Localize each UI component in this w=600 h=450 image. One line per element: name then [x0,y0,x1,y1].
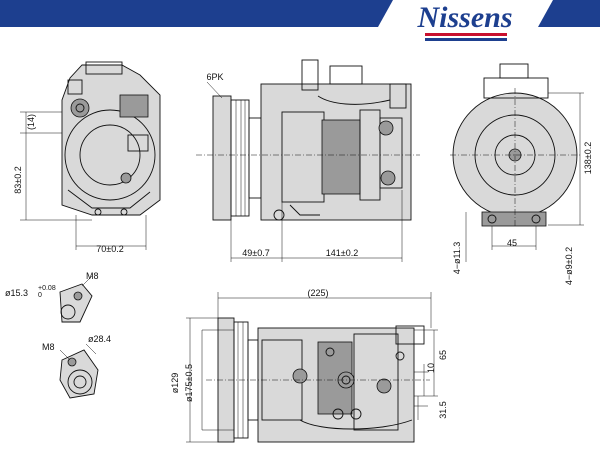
label-thread-1: M8 [86,271,99,281]
dim-fitting-tolerance: +0.08 [38,285,56,292]
fitting-detail-2 [59,343,99,399]
dim-bottom-315: 31.5 [438,401,448,419]
label-pulley-type: 6PK [206,72,223,82]
side-view [196,59,420,262]
dim-fitting-tolerance-low: 0 [38,292,42,299]
dim-rear-hole-large: 4−ø9±0.2 [564,247,574,285]
dim-bottom-10: 10 [426,363,436,373]
dim-fitting-diameter-2: ø28.4 [88,334,111,344]
dim-rear-mount: 45 [507,238,517,248]
dim-fitting-diameter: ø15.3 [5,288,28,298]
dim-bottom-dia-outer: ø175±0.5 [184,364,194,402]
dim-rear-hole-small: 4−ø11.3 [452,242,462,275]
dim-front-top: (14) [26,114,36,130]
dim-front-width: 70±0.2 [96,244,123,254]
rear-view [450,63,584,262]
dim-rear-height: 138±0.2 [583,142,593,174]
dim-bottom-65: 65 [438,350,448,360]
front-view [20,61,161,250]
label-thread-2: M8 [42,342,55,352]
dim-bottom-dia-inner: ø129 [170,373,180,394]
fitting-detail-1 [59,275,93,323]
bottom-view [186,292,438,443]
dim-side-body: 141±0.2 [326,248,358,258]
header-banner [0,0,600,41]
dim-side-pulley: 49±0.7 [242,248,269,258]
brand-logo: Nissens [416,1,512,34]
dim-bottom-length: (225) [307,288,328,298]
dim-front-height: 83±0.2 [13,166,23,193]
